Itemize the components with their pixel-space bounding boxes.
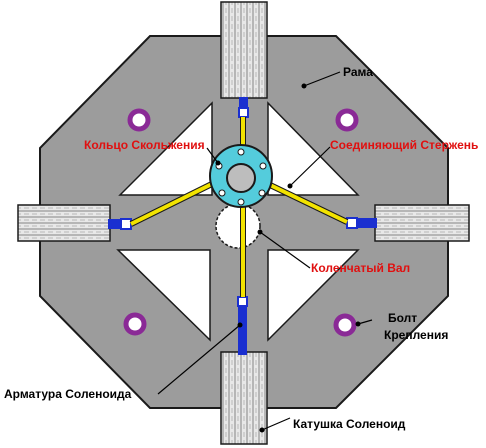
slip-ring-pin-3 bbox=[259, 162, 267, 170]
leader-dot-mount-bolt bbox=[355, 321, 361, 327]
crankshaft-disc bbox=[215, 203, 261, 249]
armature-bottom-bar bbox=[238, 303, 247, 355]
mount-bolt-top-right bbox=[335, 108, 359, 132]
mount-bolt-top-left bbox=[127, 108, 151, 132]
armature-left-pin bbox=[120, 218, 132, 230]
armature-left-bar bbox=[108, 219, 124, 229]
leader-armature bbox=[157, 324, 241, 395]
leader-slip-ring bbox=[206, 147, 219, 164]
label-slip-ring: Кольцо Скольжения bbox=[84, 138, 205, 152]
slip-ring bbox=[209, 144, 273, 208]
mount-bolt-bottom-right bbox=[333, 313, 357, 337]
solenoid-coil-left bbox=[17, 204, 111, 242]
armature-top-bar bbox=[239, 97, 248, 111]
solenoid-coils bbox=[17, 1, 470, 445]
label-connecting-rod: Соединяющий Стержень bbox=[330, 138, 478, 152]
slip-ring-pin-4 bbox=[218, 189, 226, 197]
leader-frame bbox=[303, 71, 341, 87]
label-crankshaft: Коленчатый Вал bbox=[311, 261, 410, 275]
leader-dot-slip-ring bbox=[215, 160, 221, 166]
mount-bolt-bottom-left bbox=[123, 312, 147, 336]
solenoid-coil-right bbox=[374, 204, 470, 242]
label-solenoid-coil: Катушка Соленоид bbox=[293, 417, 406, 431]
armature-top-pin bbox=[238, 107, 249, 118]
frame-window-bottom-left bbox=[116, 249, 211, 342]
armature-right-bar bbox=[355, 218, 377, 228]
frame-window-top-right bbox=[267, 101, 360, 196]
solenoid-coil-top bbox=[220, 1, 268, 99]
leader-dot-crankshaft bbox=[257, 229, 263, 235]
frame-window-bottom-right bbox=[267, 249, 360, 342]
label-frame: Рама bbox=[343, 65, 373, 79]
leader-dot-coil bbox=[259, 427, 265, 433]
leader-dots bbox=[215, 83, 361, 433]
armature-bottom-pin bbox=[237, 296, 248, 307]
label-mount-bolt-line1: Болт bbox=[388, 311, 417, 325]
mount-bolts bbox=[123, 108, 359, 337]
leader-dot-frame bbox=[301, 83, 307, 89]
rod-right-fill bbox=[267, 182, 348, 224]
leader-coil bbox=[261, 417, 291, 431]
armature-right-pin bbox=[346, 217, 358, 229]
slip-ring-pin-1 bbox=[237, 148, 245, 156]
leader-connecting-rod bbox=[289, 146, 331, 187]
label-solenoid-armature: Арматура Соленоида bbox=[4, 387, 132, 401]
crankshaft bbox=[215, 203, 261, 249]
leader-dot-connecting-rod bbox=[287, 183, 293, 189]
slip-ring-pin-6 bbox=[237, 198, 245, 206]
leader-dot-armature bbox=[237, 322, 243, 328]
leader-crankshaft bbox=[259, 231, 311, 269]
slip-ring-hub bbox=[226, 163, 256, 193]
solenoid-coil-bottom bbox=[220, 351, 268, 445]
label-mount-bolt-line2: Крепления bbox=[384, 328, 448, 342]
slip-ring-pin-5 bbox=[258, 189, 266, 197]
frame-window-top-left bbox=[118, 101, 213, 196]
